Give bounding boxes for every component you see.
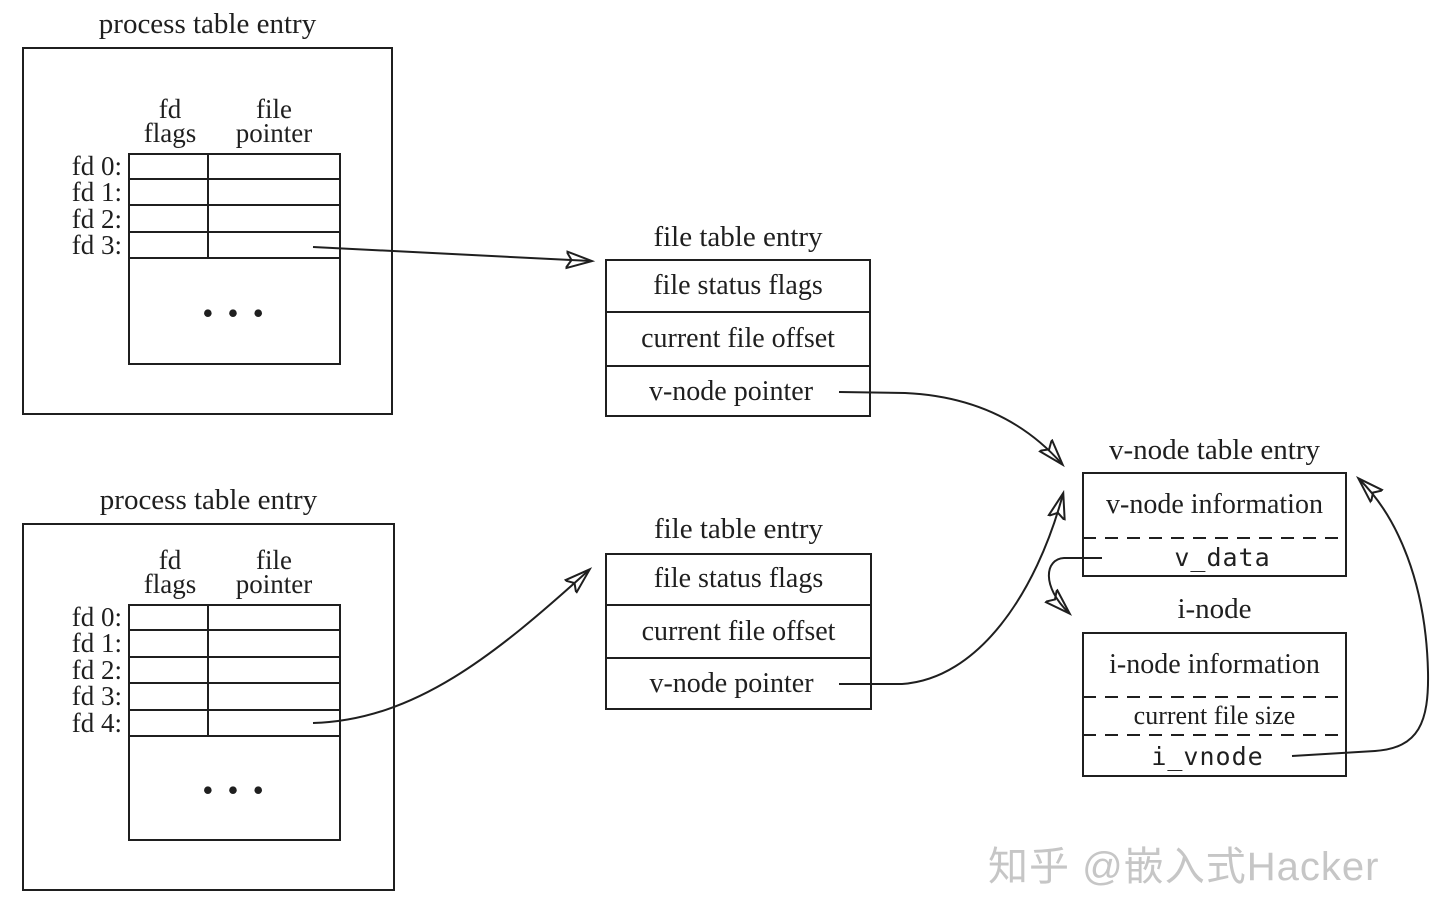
fd-row-label: fd 1: (71, 628, 122, 658)
vnode-table-box (1082, 472, 1347, 577)
file-table-top-title: file table entry (653, 221, 823, 253)
current-file-offset-row: current file offset (641, 615, 836, 647)
fd-row-label: fd 1: (71, 177, 122, 207)
fd-table-bottom-ellipsis: • • • (202, 772, 267, 808)
current-file-size-row: current file size (1133, 701, 1296, 730)
header-line: pointer (235, 118, 313, 148)
fd-flags-header-top: fd flags (128, 94, 212, 148)
vnode-information-row: v-node information (1106, 489, 1323, 520)
fd-table-top-box (128, 153, 341, 365)
header-line: fd (158, 545, 182, 575)
arrow-vnode-pointer-bottom-to-vnode-table (839, 494, 1063, 685)
file-status-flags-row: file status flags (653, 563, 824, 594)
fd-row-label: fd 0: (71, 151, 122, 181)
fd-row-label: fd 4: (71, 708, 122, 738)
header-line: flags (143, 118, 197, 148)
file-pointer-header-bottom: file pointer (216, 545, 332, 599)
file-table-bottom-title: file table entry (653, 513, 824, 545)
ivnode-row: i_vnode (1151, 741, 1264, 771)
fd-row-label: fd 2: (71, 204, 122, 234)
vdata-row: v_data (1174, 543, 1271, 572)
header-line: file (256, 545, 292, 575)
inode-title: i-node (1177, 593, 1252, 625)
header-line: pointer (235, 569, 313, 599)
process-table-top-box (22, 47, 393, 415)
header-line: flags (143, 569, 197, 599)
file-table-bottom-box (605, 553, 872, 710)
header-line: file (256, 94, 292, 124)
process-table-top-title: process table entry (98, 8, 317, 40)
fd-table-top-ellipsis: • • • (202, 295, 267, 331)
fd-row-label: fd 3: (71, 230, 122, 260)
vnode-pointer-row: v-node pointer (648, 375, 814, 407)
fd-row-label: fd 3: (71, 681, 122, 711)
arrow-vnode-pointer-top-to-vnode-table (838, 391, 1062, 464)
vnode-pointer-row: v-node pointer (649, 668, 814, 699)
vnode-table-title: v-node table entry (1109, 434, 1320, 466)
fd-flags-header-bottom: fd flags (128, 545, 212, 599)
inode-box (1082, 632, 1347, 777)
fd-table-bottom-box (128, 604, 341, 841)
process-table-bottom-title: process table entry (99, 484, 318, 516)
process-table-bottom-box (22, 523, 395, 891)
file-status-flags-row: file status flags (653, 269, 823, 301)
fd-row-label: fd 0: (71, 602, 122, 632)
file-pointer-header-top: file pointer (216, 94, 332, 148)
header-line: fd (158, 94, 182, 124)
fd-row-label: fd 2: (71, 655, 122, 685)
inode-information-row: i-node information (1109, 648, 1320, 680)
file-table-top-box (605, 259, 871, 417)
current-file-offset-row: current file offset (641, 323, 835, 354)
zhihu-watermark: 知乎 @嵌入式Hacker (988, 845, 1380, 889)
